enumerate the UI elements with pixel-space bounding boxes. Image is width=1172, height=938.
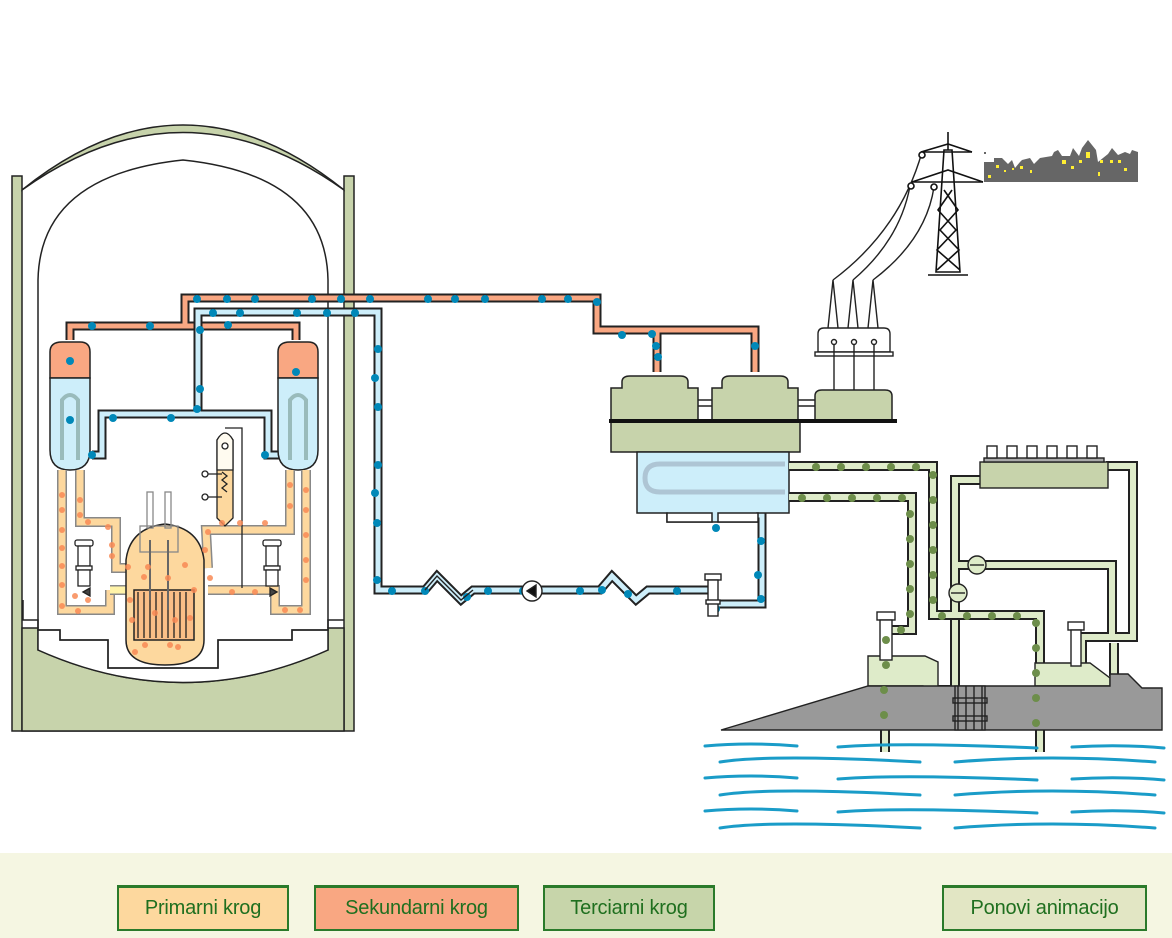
transmission-tower bbox=[907, 132, 984, 276]
pressurizer bbox=[201, 427, 243, 588]
primary-pump-right bbox=[262, 539, 282, 598]
control-bar: Primarni krog Sekundarni krog Terciarni … bbox=[0, 853, 1172, 938]
replay-animation-button[interactable]: Ponovi animacijo bbox=[942, 885, 1147, 931]
reactor-vessel bbox=[125, 491, 205, 666]
transformer bbox=[814, 151, 935, 390]
steam-generator-right bbox=[277, 341, 319, 471]
preheater-bank bbox=[948, 445, 1109, 603]
cooling-water-unit bbox=[720, 611, 1163, 731]
secondary-circuit-button[interactable]: Sekundarni krog bbox=[314, 885, 519, 931]
town-skyline bbox=[984, 140, 1138, 182]
feedwater-pump bbox=[424, 573, 722, 617]
turbine-high-pressure bbox=[610, 375, 699, 421]
turbine-low-pressure bbox=[711, 375, 799, 421]
nuclear-plant-diagram bbox=[11, 124, 1166, 830]
primary-coolant-particles bbox=[59, 482, 309, 655]
condenser bbox=[636, 451, 790, 523]
tertiary-coolant-particles bbox=[798, 463, 1040, 727]
primary-circuit-button[interactable]: Primarni krog bbox=[117, 885, 289, 931]
tertiary-circuit-button[interactable]: Terciarni krog bbox=[543, 885, 715, 931]
containment-building bbox=[11, 124, 355, 732]
generator bbox=[814, 389, 893, 421]
primary-circuit-pipes bbox=[57, 470, 311, 615]
primary-pump-left bbox=[74, 539, 94, 598]
river-water bbox=[703, 742, 1166, 830]
